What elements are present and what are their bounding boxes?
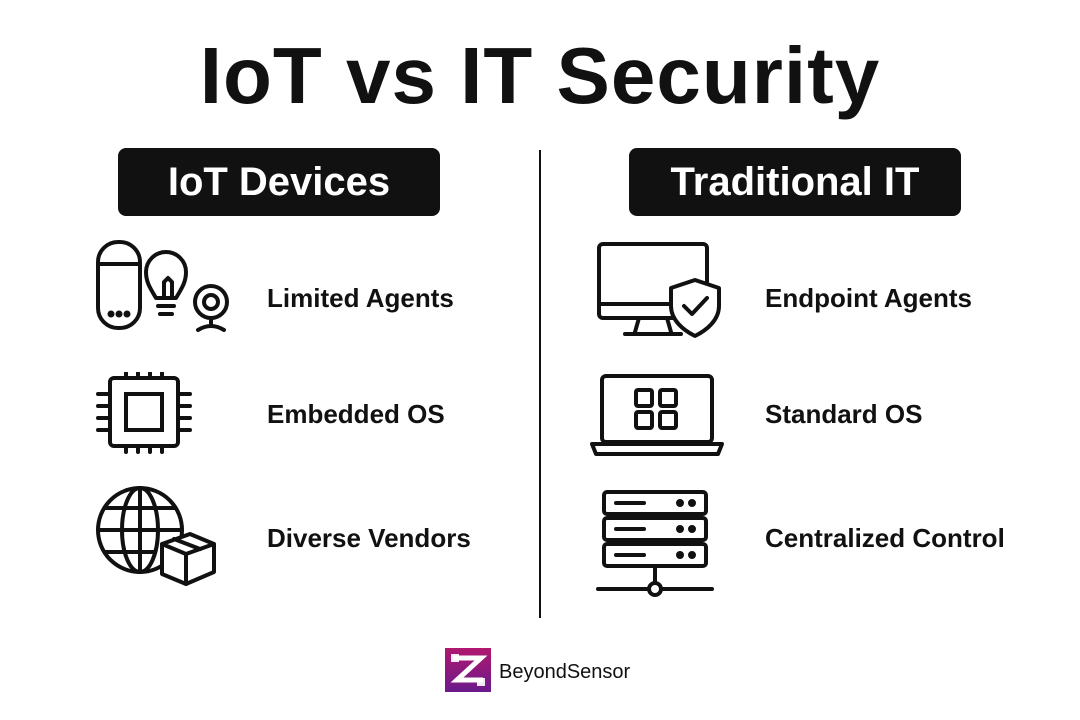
globe-package-icon xyxy=(94,484,218,588)
centralized-control-label: Centralized Control xyxy=(765,523,1005,553)
brand: BeyondSensor xyxy=(445,647,631,697)
smart-devices-icon xyxy=(94,236,234,336)
limited-agents-label: Limited Agents xyxy=(267,283,454,313)
column-divider xyxy=(539,150,541,618)
endpoint-agents-label: Endpoint Agents xyxy=(765,283,973,313)
server-network-icon xyxy=(594,488,718,600)
standard-os-label: Standard OS xyxy=(765,399,923,429)
beyondsensor-logo-icon xyxy=(445,647,491,697)
chip-icon xyxy=(96,372,192,454)
page-title: IoT vs IT Security xyxy=(199,31,881,120)
monitor-shield-icon xyxy=(595,240,725,340)
brand-name: BeyondSensor xyxy=(499,660,631,683)
laptop-grid-icon xyxy=(590,372,724,458)
diverse-vendors-label: Diverse Vendors xyxy=(267,523,471,553)
traditional-it-heading: Traditional IT xyxy=(629,148,961,216)
embedded-os-label: Embedded OS xyxy=(267,399,445,429)
iot-devices-heading: IoT Devices xyxy=(118,148,440,216)
